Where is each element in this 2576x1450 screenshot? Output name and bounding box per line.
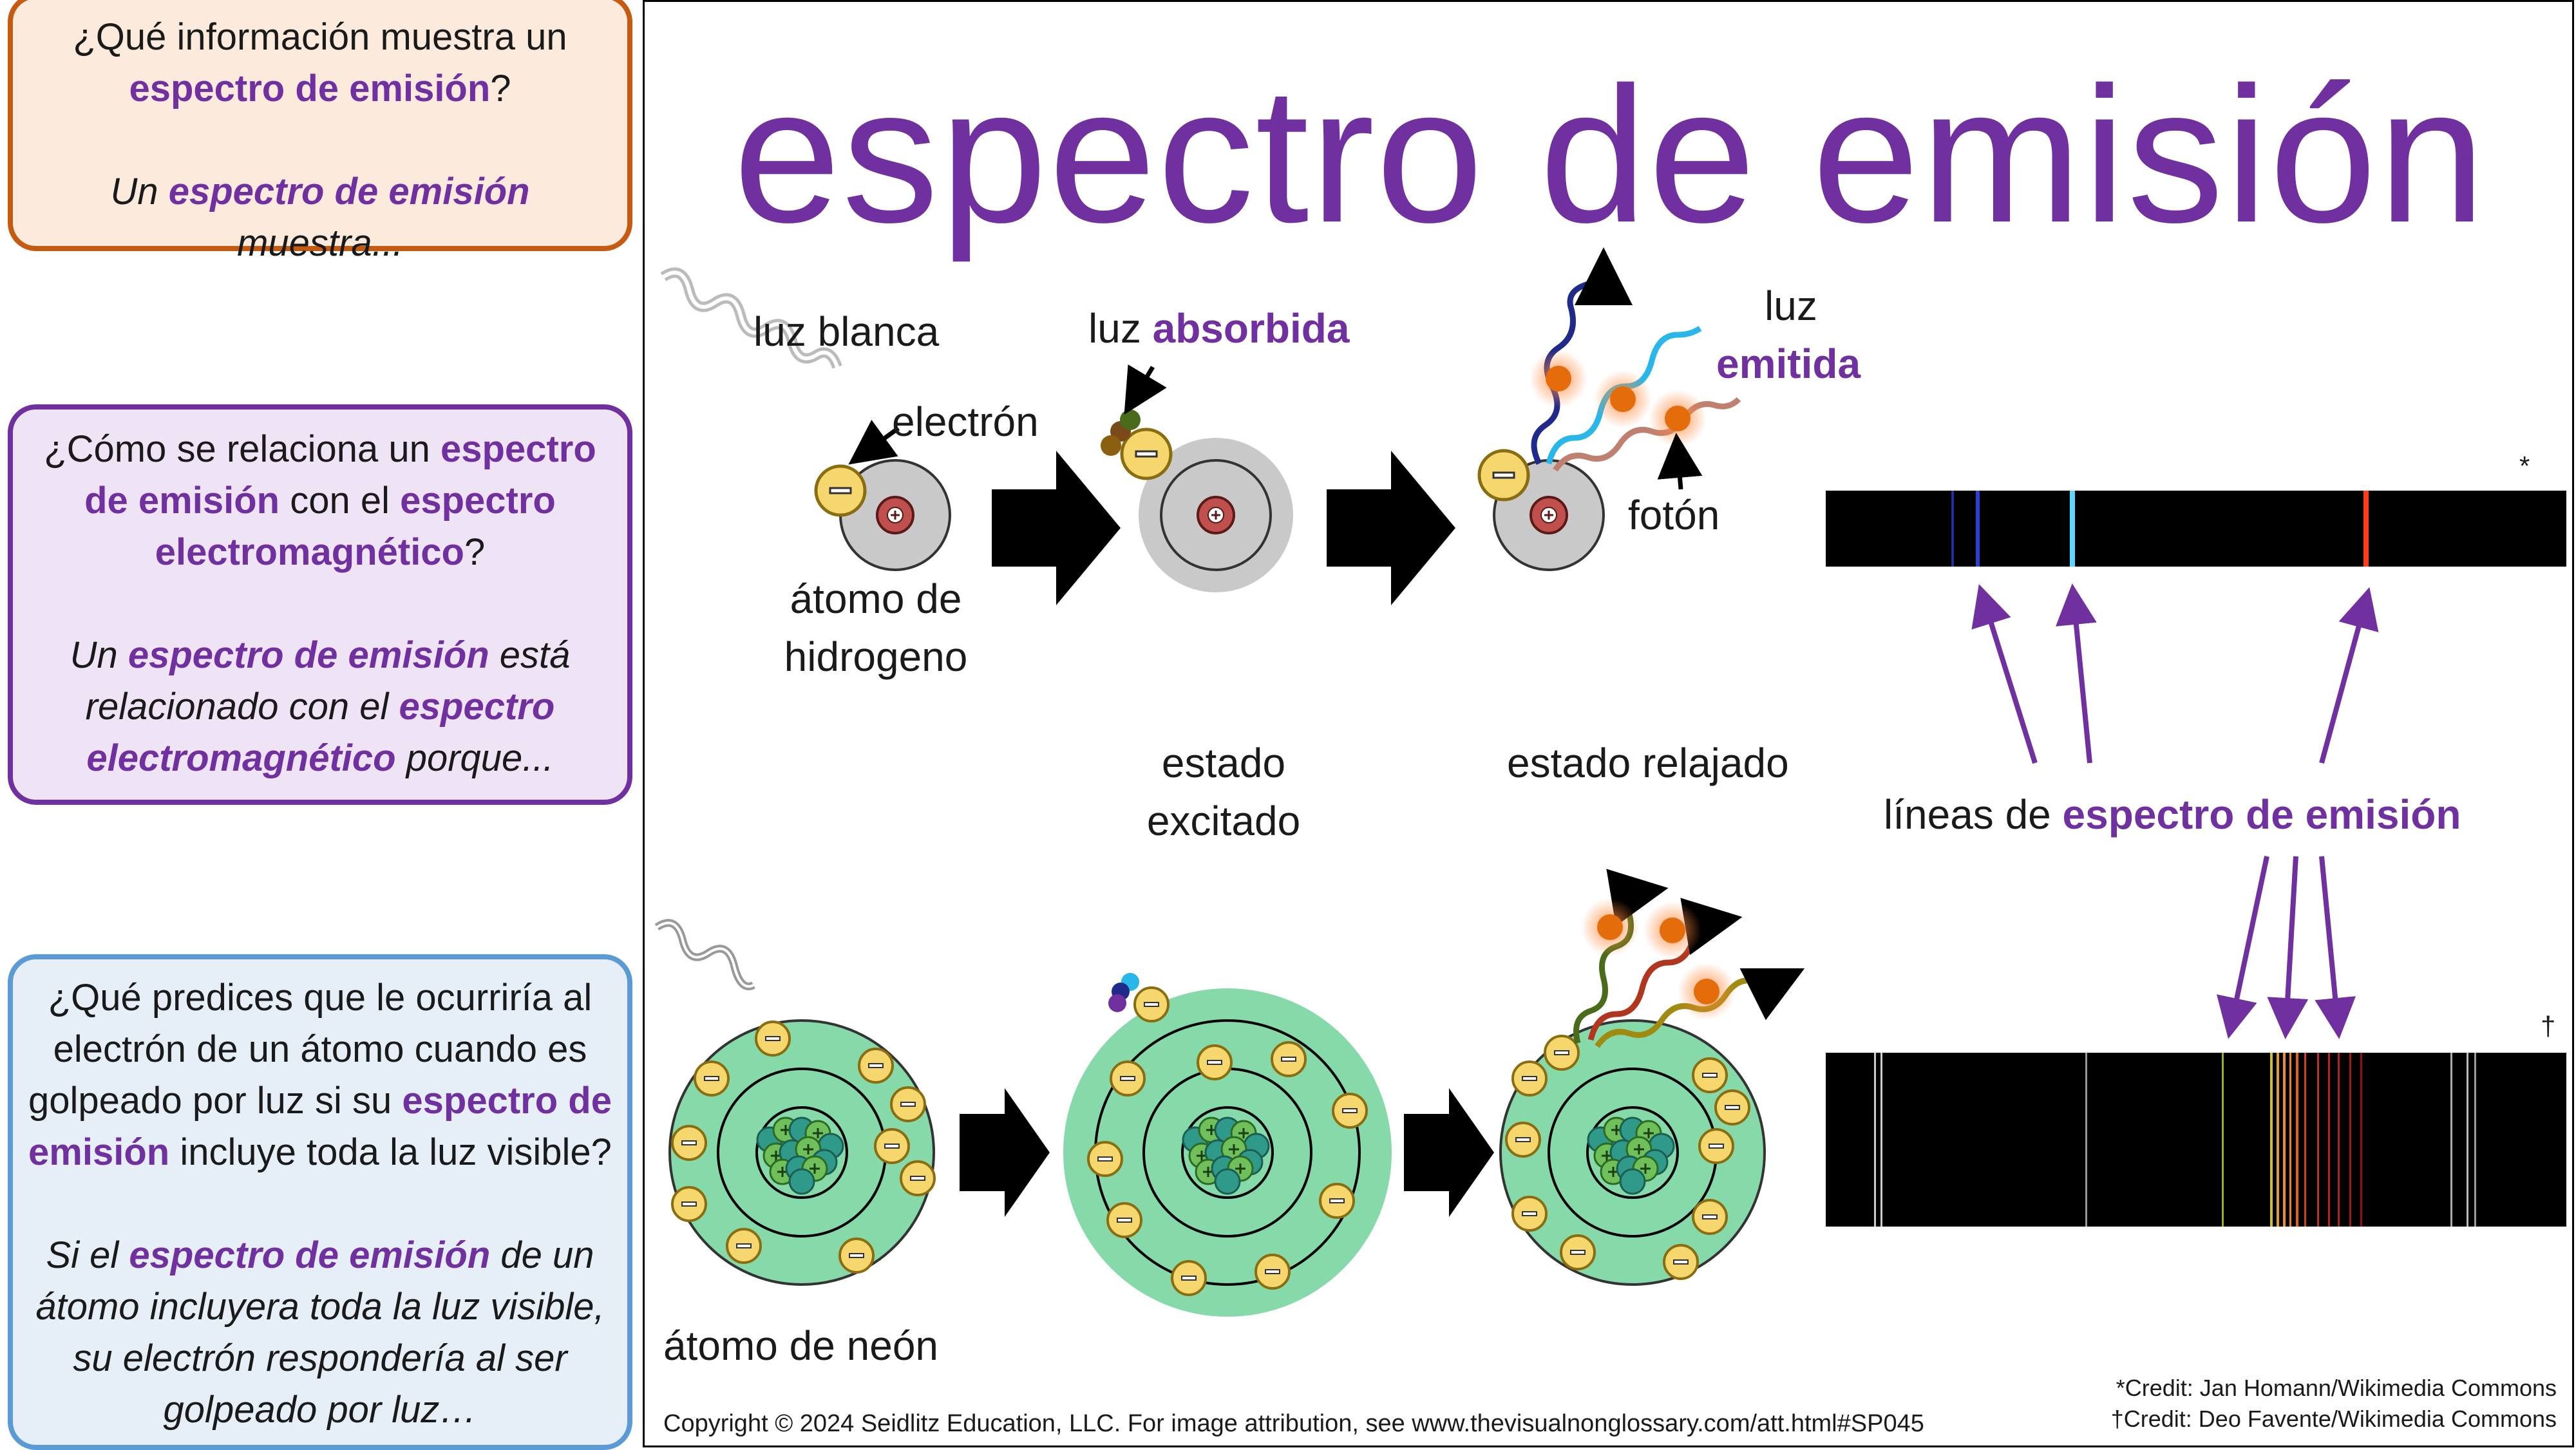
arrow-3 bbox=[960, 1088, 1050, 1217]
arrow-1 bbox=[992, 451, 1121, 605]
excited-state-label: estado excitado bbox=[1146, 740, 1301, 844]
answer-stem-2: Un espectro de emisión está relacionado … bbox=[70, 634, 571, 779]
neon-atom-excited bbox=[1063, 986, 1392, 1317]
question-3: ¿Qué predices que le ocurriría al electr… bbox=[28, 977, 612, 1173]
electron-label: electrón bbox=[892, 399, 1039, 445]
main-panel bbox=[643, 0, 2574, 1447]
emitted-light-label-pre: luz bbox=[1765, 283, 1817, 329]
asterisk-mark: * bbox=[2519, 451, 2530, 481]
copyright-footer: Copyright © 2024 Seidlitz Education, LLC… bbox=[663, 1410, 1924, 1437]
emission-lines-label: líneas de espectro de emisión bbox=[1884, 791, 2461, 838]
hydrogen-atom-excited bbox=[1122, 429, 1293, 592]
question-box-2: ¿Cómo se relaciona un espectro de emisió… bbox=[8, 404, 632, 805]
hydrogen-atom-label: átomo de hidrogeno bbox=[784, 576, 968, 680]
question-1: ¿Qué información muestra un espectro de … bbox=[73, 16, 567, 109]
question-box-1: ¿Qué información muestra un espectro de … bbox=[8, 0, 632, 264]
hydrogen-atom-relaxed bbox=[1479, 451, 1605, 571]
neon-spectrum bbox=[1826, 1053, 2566, 1227]
hydrogen-atom-ground bbox=[816, 459, 951, 571]
neon-atom-relaxed bbox=[1499, 1019, 1766, 1286]
relaxed-state-label: estado relajado bbox=[1507, 740, 1789, 786]
answer-stem-3: Si el espectro de emisión de un átomo in… bbox=[35, 1234, 605, 1431]
emitted-light-label-term: emitida bbox=[1716, 341, 1861, 387]
question-2: ¿Cómo se relaciona un espectro de emisió… bbox=[44, 428, 596, 573]
credit-2: †Credit: Deo Favente/Wikimedia Commons bbox=[2110, 1406, 2557, 1432]
question-box-3: ¿Qué predices que le ocurriría al electr… bbox=[8, 954, 632, 1450]
neon-atom-label: átomo de neón bbox=[663, 1323, 938, 1369]
credit-1: *Credit: Jan Homann/Wikimedia Commons bbox=[2116, 1375, 2557, 1401]
photon-label: fotón bbox=[1628, 492, 1720, 538]
arrow-2 bbox=[1327, 451, 1455, 605]
hydrogen-spectrum bbox=[1826, 491, 2566, 567]
neon-atom-ground bbox=[668, 1019, 936, 1286]
dagger-mark: † bbox=[2541, 1011, 2556, 1041]
white-light-label: luz blanca bbox=[753, 308, 940, 355]
arrow-4 bbox=[1404, 1088, 1494, 1217]
answer-stem-1: Un espectro de emisión muestra... bbox=[110, 171, 530, 264]
neon-absorbed-photons bbox=[1108, 973, 1139, 1012]
page-title: espectro de emisión bbox=[733, 46, 2487, 263]
spectrum-pointer-arrows bbox=[1971, 583, 2379, 1039]
absorbed-light-label: luz absorbida bbox=[1088, 305, 1350, 352]
